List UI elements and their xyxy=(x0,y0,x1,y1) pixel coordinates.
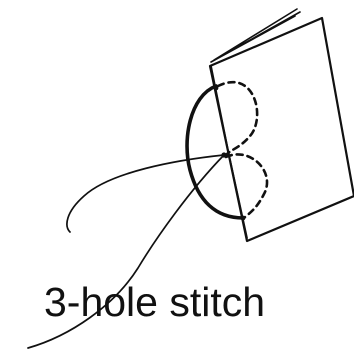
diagram-caption: 3-hole stitch xyxy=(44,278,265,326)
inside-thread-loop-lower xyxy=(226,154,267,218)
inside-thread-loop-upper xyxy=(218,82,257,155)
booklet-page-edges xyxy=(211,9,300,62)
outside-thread-loop xyxy=(187,86,243,218)
